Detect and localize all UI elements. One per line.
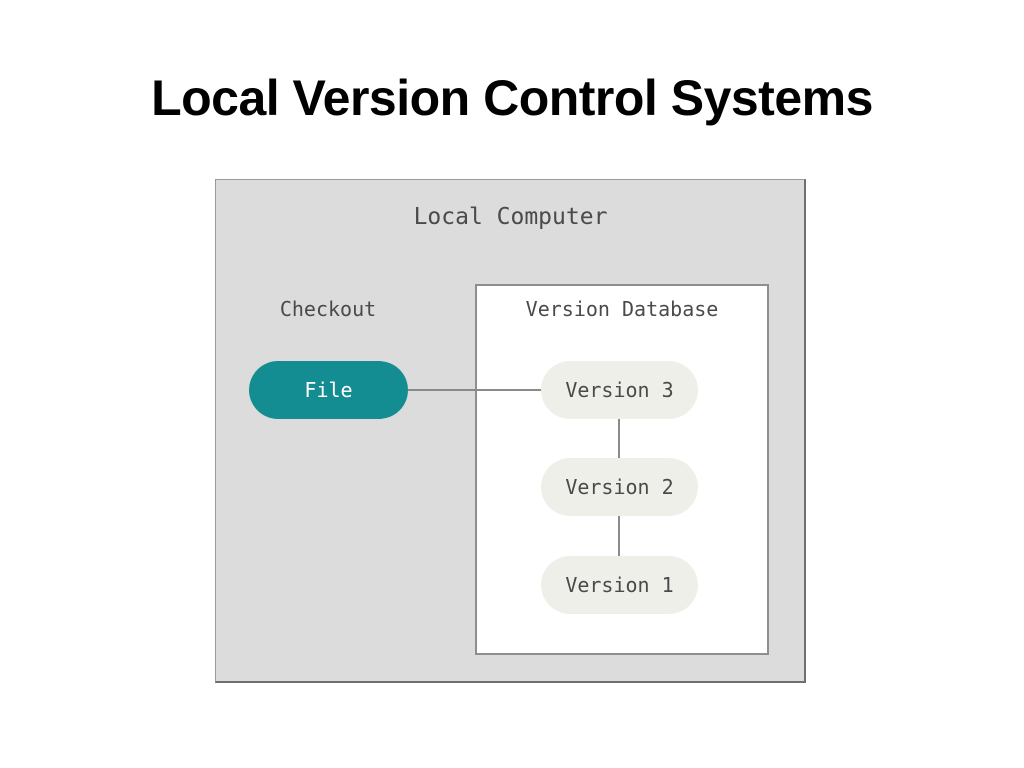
local-computer-label: Local Computer [413,204,608,230]
version-3-node: Version 3 [541,361,698,419]
file-node: File [249,361,408,419]
version-2-to-version-1-connector [618,516,620,556]
slide-title: Local Version Control Systems [151,70,873,126]
version-3-to-version-2-connector [618,419,620,458]
version-1-node: Version 1 [541,556,698,614]
version-database-label: Version Database [525,297,719,321]
version-2-node: Version 2 [541,458,698,516]
file-to-version-3-connector [408,389,542,391]
checkout-label: Checkout [279,297,377,321]
